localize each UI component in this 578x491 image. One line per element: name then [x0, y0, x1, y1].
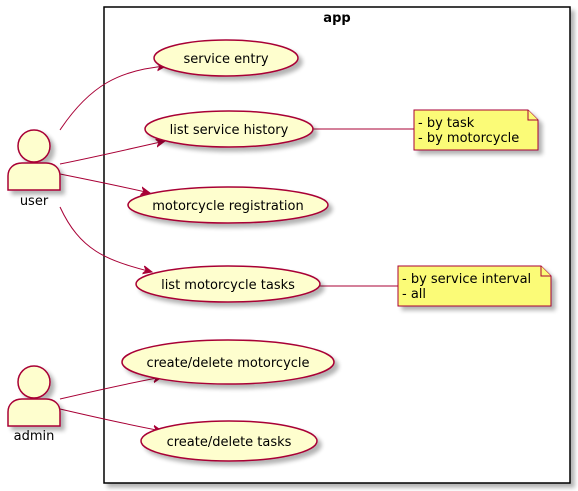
usecase-create-delete-motorcycle: create/delete motorcycle	[121, 339, 335, 385]
usecase-list-motorcycle-tasks-label: list motorcycle tasks	[161, 278, 295, 293]
assoc-user-list-service-history	[59, 141, 165, 165]
usecase-list-service-history: list service history	[144, 110, 314, 148]
assoc-user-service-entry	[59, 66, 166, 131]
actor-admin-head	[17, 365, 51, 399]
actor-admin-body	[7, 398, 61, 427]
usecase-motorcycle-registration: motorcycle registration	[127, 186, 329, 224]
usecase-create-delete-tasks: create/delete tasks	[140, 420, 318, 462]
actor-user: user	[7, 129, 61, 209]
actor-user-label: user	[20, 194, 49, 209]
usecase-service-entry: service entry	[153, 39, 299, 77]
note-tasks: - by service interval - all	[397, 265, 552, 307]
usecase-create-delete-motorcycle-label: create/delete motorcycle	[146, 356, 309, 371]
note-history-line-2: - by motorcycle	[418, 131, 519, 146]
usecase-service-entry-label: service entry	[183, 52, 268, 67]
usecase-list-service-history-label: list service history	[170, 123, 289, 138]
actor-user-head	[17, 129, 51, 163]
usecase-create-delete-tasks-label: create/delete tasks	[167, 435, 292, 450]
usecase-motorcycle-registration-label: motorcycle registration	[152, 199, 303, 214]
actor-user-body	[7, 162, 61, 191]
note-history-line-1: - by task	[418, 116, 475, 131]
assoc-user-list-motorcycle-tasks	[59, 206, 152, 272]
assoc-admin-create-delete-motorcycle	[59, 377, 162, 400]
system-boundary: app	[103, 6, 571, 484]
note-history: - by task - by motorcycle	[413, 109, 539, 151]
associations	[59, 66, 414, 431]
assoc-user-motorcycle-registration	[59, 173, 150, 193]
boundary-title: app	[323, 11, 350, 26]
actor-admin: admin	[7, 365, 61, 444]
actor-admin-label: admin	[14, 429, 55, 444]
assoc-admin-create-delete-tasks	[59, 408, 162, 431]
note-tasks-line-1: - by service interval	[402, 272, 531, 287]
note-tasks-line-2: - all	[402, 287, 426, 302]
usecase-list-motorcycle-tasks: list motorcycle tasks	[135, 265, 321, 303]
